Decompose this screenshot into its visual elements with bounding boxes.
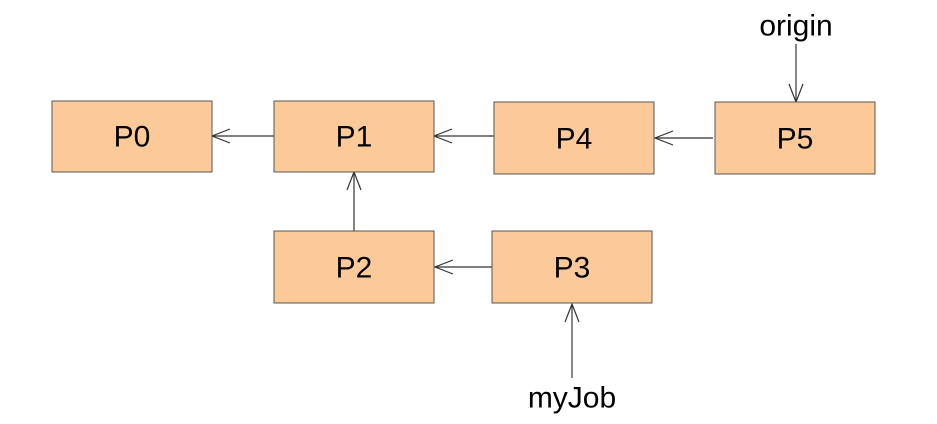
node-p2: P2 [273, 230, 435, 304]
node-p5: P5 [714, 101, 876, 175]
origin-label: origin [759, 10, 832, 43]
myjob-label: myJob [528, 382, 616, 415]
node-p3-label: P3 [554, 252, 591, 285]
node-p2-box [273, 230, 435, 304]
node-p5-box [714, 101, 876, 175]
node-p3-box [491, 230, 653, 304]
node-p0-label: P0 [114, 121, 151, 154]
node-p0: P0 [51, 100, 213, 173]
node-p1-label: P1 [336, 121, 373, 154]
node-p0-box [51, 100, 213, 173]
node-p4: P4 [493, 101, 655, 175]
node-p5-label: P5 [777, 123, 814, 156]
node-p2-label: P2 [336, 252, 373, 285]
node-p3: P3 [491, 230, 653, 304]
node-p4-label: P4 [556, 123, 593, 156]
node-p1: P1 [273, 100, 435, 173]
node-p4-box [493, 101, 655, 175]
node-p1-box [273, 100, 435, 173]
